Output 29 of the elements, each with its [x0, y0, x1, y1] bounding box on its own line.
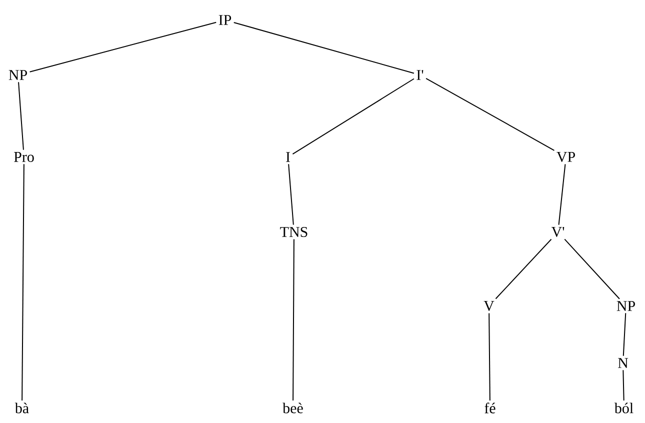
tree-label: Pro: [14, 152, 34, 162]
tree-label: beè: [282, 402, 303, 414]
branch-line: [292, 238, 294, 401]
branch-line: [18, 82, 24, 150]
tree-label: fé: [484, 402, 496, 414]
tree-label: IP: [218, 15, 232, 25]
tree-label: NP: [8, 70, 27, 80]
tree-label: NP: [616, 301, 635, 311]
branch-line: [622, 370, 624, 401]
tree-label: N: [618, 358, 628, 368]
branch-line: [292, 78, 414, 155]
tree-label: bà: [14, 402, 29, 414]
branch-line: [488, 312, 490, 401]
branch-line: [622, 312, 626, 356]
tree-label: I: [286, 152, 290, 162]
branch-line: [495, 238, 552, 300]
tree-label: V: [484, 300, 494, 312]
branch-line: [29, 22, 217, 72]
branch-line: [288, 164, 294, 226]
tree-label: TNS: [280, 226, 308, 238]
tree-label: VP: [556, 152, 575, 162]
branch-line: [564, 238, 620, 300]
branch-line: [426, 78, 555, 151]
branch-line: [233, 22, 414, 74]
branch-line: [558, 164, 566, 226]
tree-label: ból: [614, 402, 634, 414]
tree-label: I': [416, 70, 424, 80]
branch-line: [22, 164, 24, 401]
tree-label: V': [551, 226, 564, 238]
